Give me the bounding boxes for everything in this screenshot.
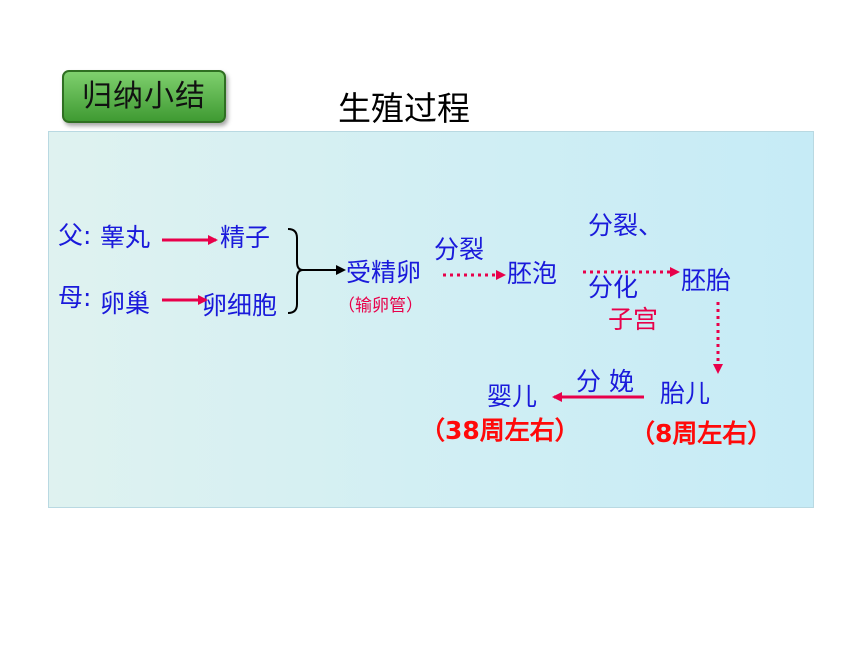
- uterus-label: 子宫: [608, 305, 659, 334]
- father-label: 父:: [58, 221, 92, 250]
- division-differentiation-label: 分裂、: [588, 211, 664, 240]
- diagram-panel: [48, 131, 814, 508]
- sperm-node: 精子: [220, 223, 271, 252]
- fetus-duration: （8周左右）: [630, 419, 773, 448]
- mother-label: 母:: [58, 283, 92, 312]
- differentiation-label: 分化: [588, 273, 639, 302]
- fetus-node: 胎儿: [660, 379, 711, 408]
- fertilization-bracket: [287, 228, 304, 314]
- summary-badge: 归纳小结: [62, 70, 226, 123]
- blastocyst-node: 胚泡: [507, 259, 558, 288]
- embryo-node: 胚胎: [681, 266, 732, 295]
- delivery-label: 分 娩: [576, 367, 634, 396]
- page-title: 生殖过程: [338, 89, 470, 128]
- zygote-node: 受精卵: [346, 258, 422, 287]
- infant-node: 婴儿: [487, 382, 538, 411]
- ovary-node: 卵巢: [100, 289, 151, 318]
- testis-node: 睾丸: [100, 223, 151, 252]
- egg-node: 卵细胞: [202, 291, 278, 320]
- oviduct-label: （输卵管）: [338, 296, 423, 316]
- division-label: 分裂: [434, 235, 485, 264]
- infant-duration: （38周左右）: [420, 416, 580, 445]
